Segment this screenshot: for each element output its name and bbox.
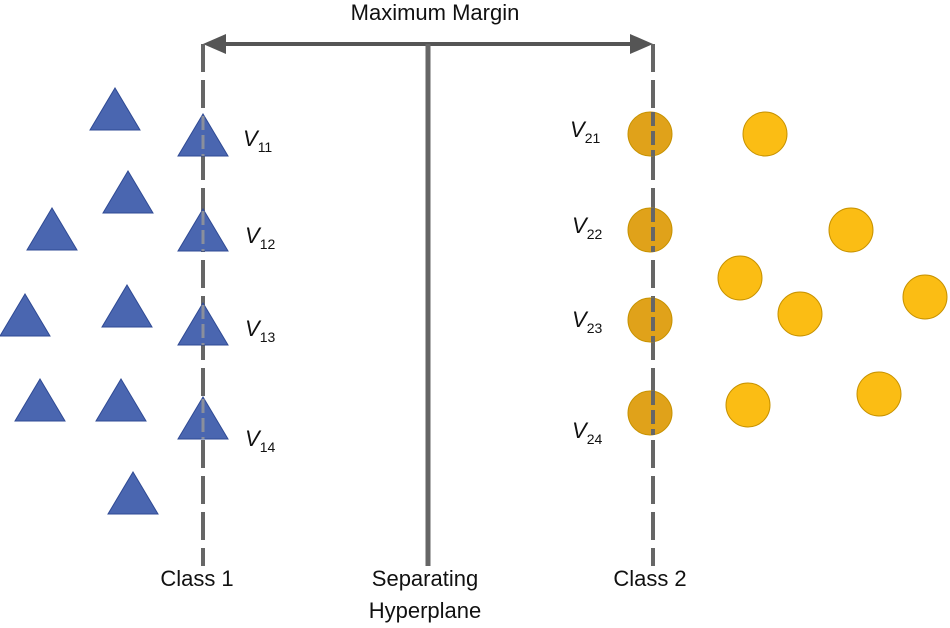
class2-data-point-circle [777, 291, 823, 337]
support-vector-label: V11 [243, 126, 272, 155]
class2-label: Class 2 [613, 566, 686, 591]
support-vector-label: V12 [245, 223, 275, 252]
class2-support-vector-circle [627, 207, 673, 253]
class2-support-vector-circle [627, 297, 673, 343]
class2-points [627, 111, 948, 436]
hyperplane-label-line1: Separating [372, 566, 478, 591]
class1-data-point-triangle [89, 87, 141, 131]
class2-data-point-circle [856, 371, 902, 417]
support-vector-label: V13 [245, 316, 275, 345]
class1-data-point-triangle [26, 207, 78, 251]
class2-data-point-circle [828, 207, 874, 253]
support-vector-labels-class1: V11 V12 V13 V14 [243, 126, 275, 455]
class1-label: Class 1 [160, 566, 233, 591]
class1-data-point-triangle [0, 293, 51, 337]
class1-data-point-triangle [14, 378, 66, 422]
class2-data-point-circle [717, 255, 763, 301]
class1-data-point-triangle [102, 170, 154, 214]
class1-points [0, 87, 229, 515]
class2-support-vector-circle [627, 390, 673, 436]
class2-data-point-circle [742, 111, 788, 157]
support-vector-labels-class2: V21 V22 V23 V24 [570, 117, 602, 447]
class1-data-point-triangle [101, 284, 153, 328]
hyperplane-label-line2: Hyperplane [369, 598, 482, 623]
support-vector-label: V21 [570, 117, 600, 146]
support-vector-label: V14 [245, 426, 275, 455]
support-vector-label: V22 [572, 213, 602, 242]
class1-data-point-triangle [107, 471, 159, 515]
diagram-title: Maximum Margin [351, 0, 520, 25]
class1-data-point-triangle [95, 378, 147, 422]
support-vector-label: V23 [572, 307, 602, 336]
class2-data-point-circle [902, 274, 948, 320]
support-vector-label: V24 [572, 418, 602, 447]
class2-support-vector-circle [627, 111, 673, 157]
class2-data-point-circle [725, 382, 771, 428]
